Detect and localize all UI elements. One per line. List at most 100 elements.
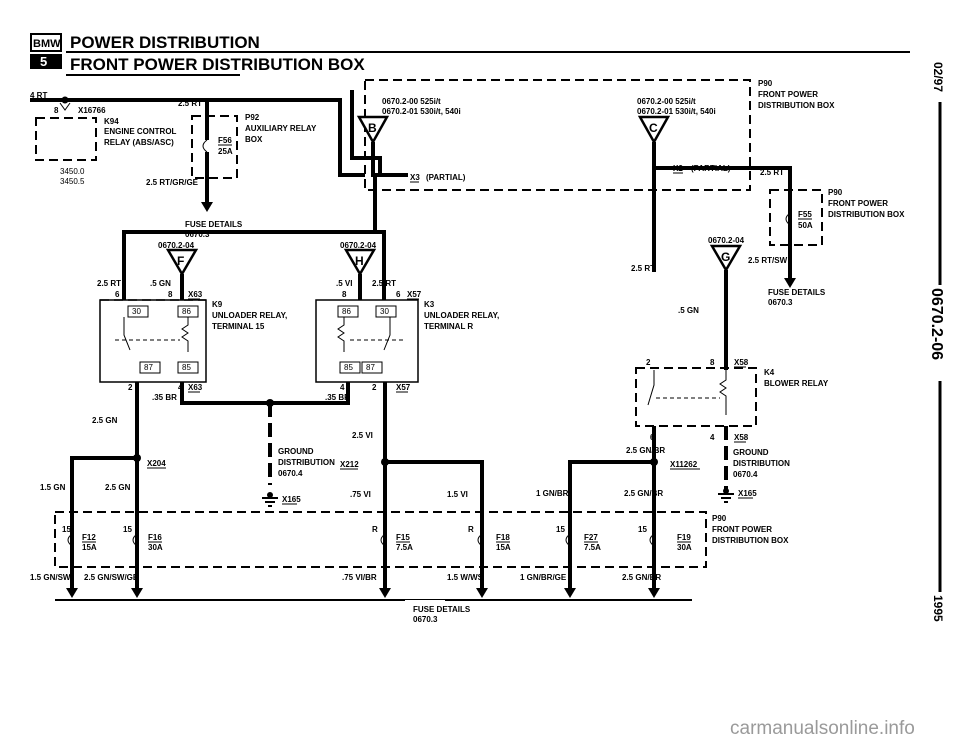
svg-text:0670.4: 0670.4	[733, 470, 758, 479]
svg-text:P92: P92	[245, 113, 260, 122]
svg-text:2.5 GN/BR: 2.5 GN/BR	[624, 489, 663, 498]
logo-text: BMW	[33, 38, 61, 50]
svg-text:2.5 GN/BR: 2.5 GN/BR	[622, 573, 661, 582]
svg-text:G: G	[721, 250, 730, 264]
svg-text:30: 30	[132, 307, 141, 316]
svg-text:2.5 GN/SW/GE: 2.5 GN/SW/GE	[84, 573, 139, 582]
svg-text:2.5 RT: 2.5 RT	[631, 264, 655, 273]
watermark: carmanualsonline.info	[730, 718, 915, 739]
svg-text:87: 87	[144, 363, 153, 372]
bottom-fuse-box: P90 FRONT POWER DISTRIBUTION BOX 15 F12 …	[30, 511, 789, 624]
svg-text:2: 2	[128, 383, 133, 392]
svg-text:2.5 VI: 2.5 VI	[352, 431, 373, 440]
k3-relay: .5 VI 2.5 RT 8 6 X57 K3 UNLOADER RELAY, …	[270, 279, 499, 590]
svg-text:BOX: BOX	[245, 135, 263, 144]
svg-text:F16: F16	[148, 533, 162, 542]
svg-text:UNLOADER RELAY,: UNLOADER RELAY,	[212, 311, 287, 320]
svg-text:0670.2-00 525i/t: 0670.2-00 525i/t	[382, 97, 441, 106]
svg-text:0670.4: 0670.4	[278, 469, 303, 478]
svg-text:4: 4	[710, 433, 715, 442]
svg-text:.5 VI: .5 VI	[336, 279, 352, 288]
svg-text:GROUND: GROUND	[278, 447, 314, 456]
svg-text:X16766: X16766	[78, 106, 106, 115]
svg-text:30A: 30A	[677, 543, 692, 552]
svg-text:15: 15	[62, 525, 71, 534]
svg-text:30A: 30A	[148, 543, 163, 552]
svg-text:H: H	[355, 254, 364, 268]
svg-text:87: 87	[366, 363, 375, 372]
svg-text:F56: F56	[218, 136, 232, 145]
svg-text:X58: X58	[734, 358, 749, 367]
svg-text:.35 BR: .35 BR	[152, 393, 177, 402]
ground-center: GROUND DISTRIBUTION 0670.4 X165	[262, 399, 335, 507]
series-badge	[30, 54, 62, 69]
svg-text:3450.5: 3450.5	[60, 177, 85, 186]
svg-text:TERMINAL R: TERMINAL R	[424, 322, 473, 331]
svg-text:15: 15	[123, 525, 132, 534]
svg-text:2.5 GN/BR: 2.5 GN/BR	[626, 446, 665, 455]
svg-text:86: 86	[342, 307, 351, 316]
svg-text:8: 8	[710, 358, 715, 367]
svg-text:FUSE DETAILS: FUSE DETAILS	[185, 220, 243, 229]
svg-text:K3: K3	[424, 300, 435, 309]
svg-text:FRONT POWER: FRONT POWER	[758, 90, 818, 99]
svg-text:DISTRIBUTION BOX: DISTRIBUTION BOX	[828, 210, 905, 219]
svg-text:15: 15	[638, 525, 647, 534]
svg-text:2: 2	[372, 383, 377, 392]
svg-text:3450.0: 3450.0	[60, 167, 85, 176]
svg-text:.5 GN: .5 GN	[150, 279, 171, 288]
date-label: 02/97	[931, 62, 945, 92]
svg-text:0670.2-01 530i/t, 540i: 0670.2-01 530i/t, 540i	[382, 107, 461, 116]
svg-text:0670.3: 0670.3	[413, 615, 438, 624]
svg-text:.35 BR: .35 BR	[325, 393, 350, 402]
svg-text:0670.2-04: 0670.2-04	[708, 236, 745, 245]
svg-text:R: R	[468, 525, 474, 534]
p90-box-top: P90 FRONT POWER DISTRIBUTION BOX 0670.2-…	[350, 79, 835, 280]
svg-text:X165: X165	[738, 489, 757, 498]
svg-text:4 RT: 4 RT	[30, 91, 47, 100]
bus-fh: 0670.2-04 F 0670.2-04 H	[122, 175, 386, 300]
svg-text:86: 86	[182, 307, 191, 316]
svg-text:X165: X165	[282, 495, 301, 504]
splice-x204: 2.5 GN X204 1.5 GN 2.5 GN	[40, 416, 166, 590]
svg-text:X204: X204	[147, 459, 166, 468]
svg-text:4: 4	[340, 383, 345, 392]
svg-text:0670.2-01 530i/t, 540i: 0670.2-01 530i/t, 540i	[637, 107, 716, 116]
svg-text:85: 85	[182, 363, 191, 372]
svg-text:0670.2-04: 0670.2-04	[340, 241, 377, 250]
header: BMW 5 POWER DISTRIBUTION FRONT POWER DIS…	[30, 33, 910, 76]
splice-x212: 2.5 VI X212 .75 VI 1.5 VI	[340, 431, 484, 590]
svg-text:2.5 RT: 2.5 RT	[372, 279, 396, 288]
svg-text:7.5A: 7.5A	[396, 543, 413, 552]
svg-text:P90: P90	[758, 79, 773, 88]
svg-text:X3: X3	[410, 173, 420, 182]
svg-text:.75 VI: .75 VI	[350, 490, 371, 499]
svg-text:.75 VI/BR: .75 VI/BR	[342, 573, 377, 582]
svg-text:F18: F18	[496, 533, 510, 542]
svg-text:6: 6	[115, 290, 120, 299]
svg-text:1.5 GN/SW: 1.5 GN/SW	[30, 573, 71, 582]
svg-text:GROUND: GROUND	[733, 448, 769, 457]
svg-text:F19: F19	[677, 533, 691, 542]
svg-text:R: R	[372, 525, 378, 534]
svg-text:.5 GN: .5 GN	[678, 306, 699, 315]
svg-text:2.5 RT: 2.5 RT	[760, 168, 784, 177]
k9-relay: 2.5 RT .5 GN 6 8 X63 K9 UNLOADER RELAY, …	[97, 279, 287, 458]
svg-text:15A: 15A	[82, 543, 97, 552]
year-label: 1995	[931, 595, 945, 622]
svg-text:FUSE DETAILS: FUSE DETAILS	[768, 288, 826, 297]
p90-f55-box: 2.5 RT P90 FRONT POWER DISTRIBUTION BOX …	[760, 168, 905, 307]
svg-text:0670.2-00 525i/t: 0670.2-00 525i/t	[637, 97, 696, 106]
svg-text:X63: X63	[188, 383, 203, 392]
svg-text:2.5 RT/GR/GE: 2.5 RT/GR/GE	[146, 178, 199, 187]
svg-text:FUSE DETAILS: FUSE DETAILS	[413, 605, 471, 614]
page-title: POWER DISTRIBUTION	[70, 33, 260, 52]
svg-text:2.5 RT: 2.5 RT	[178, 99, 202, 108]
svg-text:DISTRIBUTION: DISTRIBUTION	[733, 459, 790, 468]
svg-text:85: 85	[344, 363, 353, 372]
svg-text:0670.3: 0670.3	[185, 230, 210, 239]
svg-text:8: 8	[54, 106, 59, 115]
svg-text:X57: X57	[407, 290, 422, 299]
svg-text:2.5 RT: 2.5 RT	[97, 279, 121, 288]
